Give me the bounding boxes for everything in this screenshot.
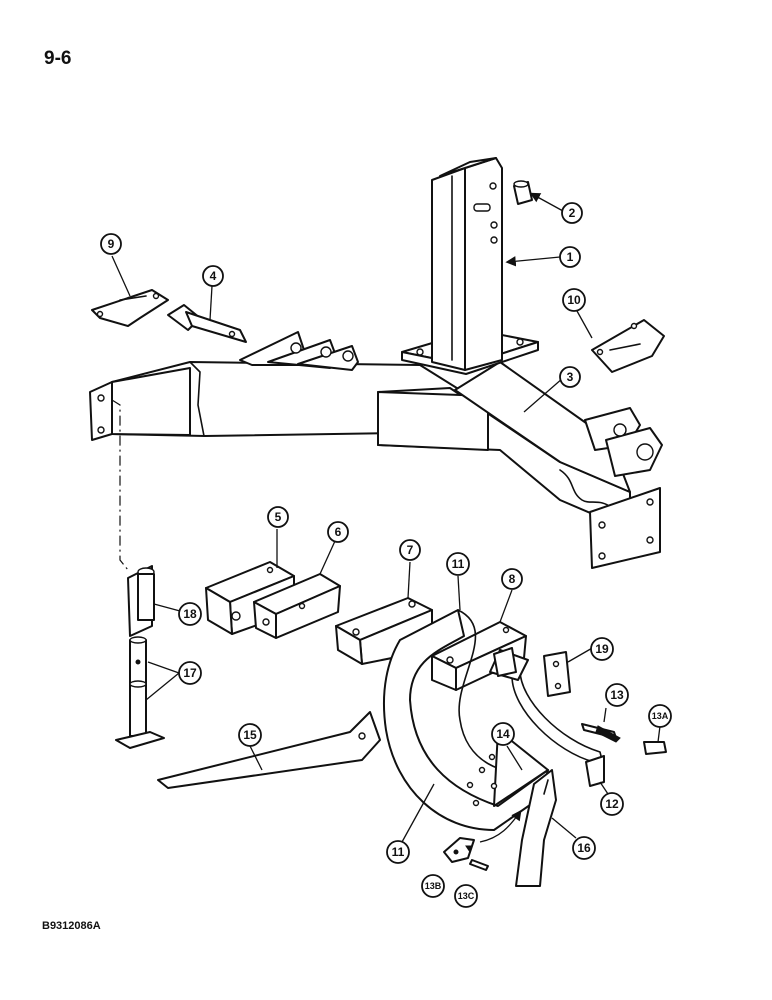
callout-label: 13A [652,711,669,721]
callout-label: 13C [458,891,475,901]
callout-17: 17 [178,661,202,685]
brace-15 [157,711,381,789]
callout-8: 8 [501,568,523,590]
callout-label: 18 [183,607,197,621]
callout-label: 14 [496,727,510,741]
callout-label: 16 [577,841,591,855]
callout-14: 14 [491,722,515,746]
callout-11-upper: 11 [446,552,470,576]
callout-5: 5 [267,506,289,528]
callout-label: 9 [108,237,115,251]
callout-3: 3 [559,366,581,388]
callout-13: 13 [605,683,629,707]
alignment-line [111,399,129,571]
callout-label: 4 [210,269,217,283]
pin-18 [127,565,155,637]
callout-13b: 13B [421,874,445,898]
callout-label: 8 [509,572,516,586]
callout-label: 12 [605,797,619,811]
mount-plate-9 [91,289,169,327]
callout-13c: 13C [454,884,478,908]
callout-label: 2 [569,206,576,220]
callout-label: 3 [567,370,574,384]
callout-label: 5 [275,510,282,524]
shovel [515,769,557,887]
callout-2: 2 [561,202,583,224]
callout-label: 7 [407,543,414,557]
plate-19 [543,651,571,697]
callout-1: 1 [559,246,581,268]
leader-lines [111,192,661,843]
callout-19: 19 [590,637,614,661]
callout-12: 12 [600,792,624,816]
callout-label: 19 [595,642,609,656]
figure-id: B9312086A [42,920,101,932]
point-13b [443,837,475,863]
bushing [513,180,533,205]
bracket-6 [253,573,341,639]
callout-label: 17 [183,666,197,680]
callout-13a: 13A [648,704,672,728]
callout-label: 6 [335,525,342,539]
main-frame [89,157,663,569]
clip-13 [581,723,621,743]
assembly-arrow [479,809,522,843]
mount-plate-10 [591,319,665,373]
callout-9: 9 [100,233,122,255]
roll-pin-13a [643,741,667,755]
callout-16: 16 [572,836,596,860]
callout-label: 1 [567,250,574,264]
pin-13c [469,859,489,871]
callout-10: 10 [562,288,586,312]
callout-6: 6 [327,521,349,543]
callout-7: 7 [399,539,421,561]
stand-17 [115,636,165,749]
spring-tine [489,647,605,787]
callout-11-lower: 11 [386,840,410,864]
callout-label: 11 [452,557,465,571]
callout-label: 11 [392,845,405,859]
hitch-pin [167,304,247,343]
callout-4: 4 [202,265,224,287]
callout-label: 15 [243,728,257,742]
page-number: 9-6 [44,48,72,69]
callout-label: 13 [610,688,624,702]
callout-15: 15 [238,723,262,747]
callout-18: 18 [178,602,202,626]
callout-label: 10 [567,293,581,307]
callout-label: 13B [425,881,442,891]
